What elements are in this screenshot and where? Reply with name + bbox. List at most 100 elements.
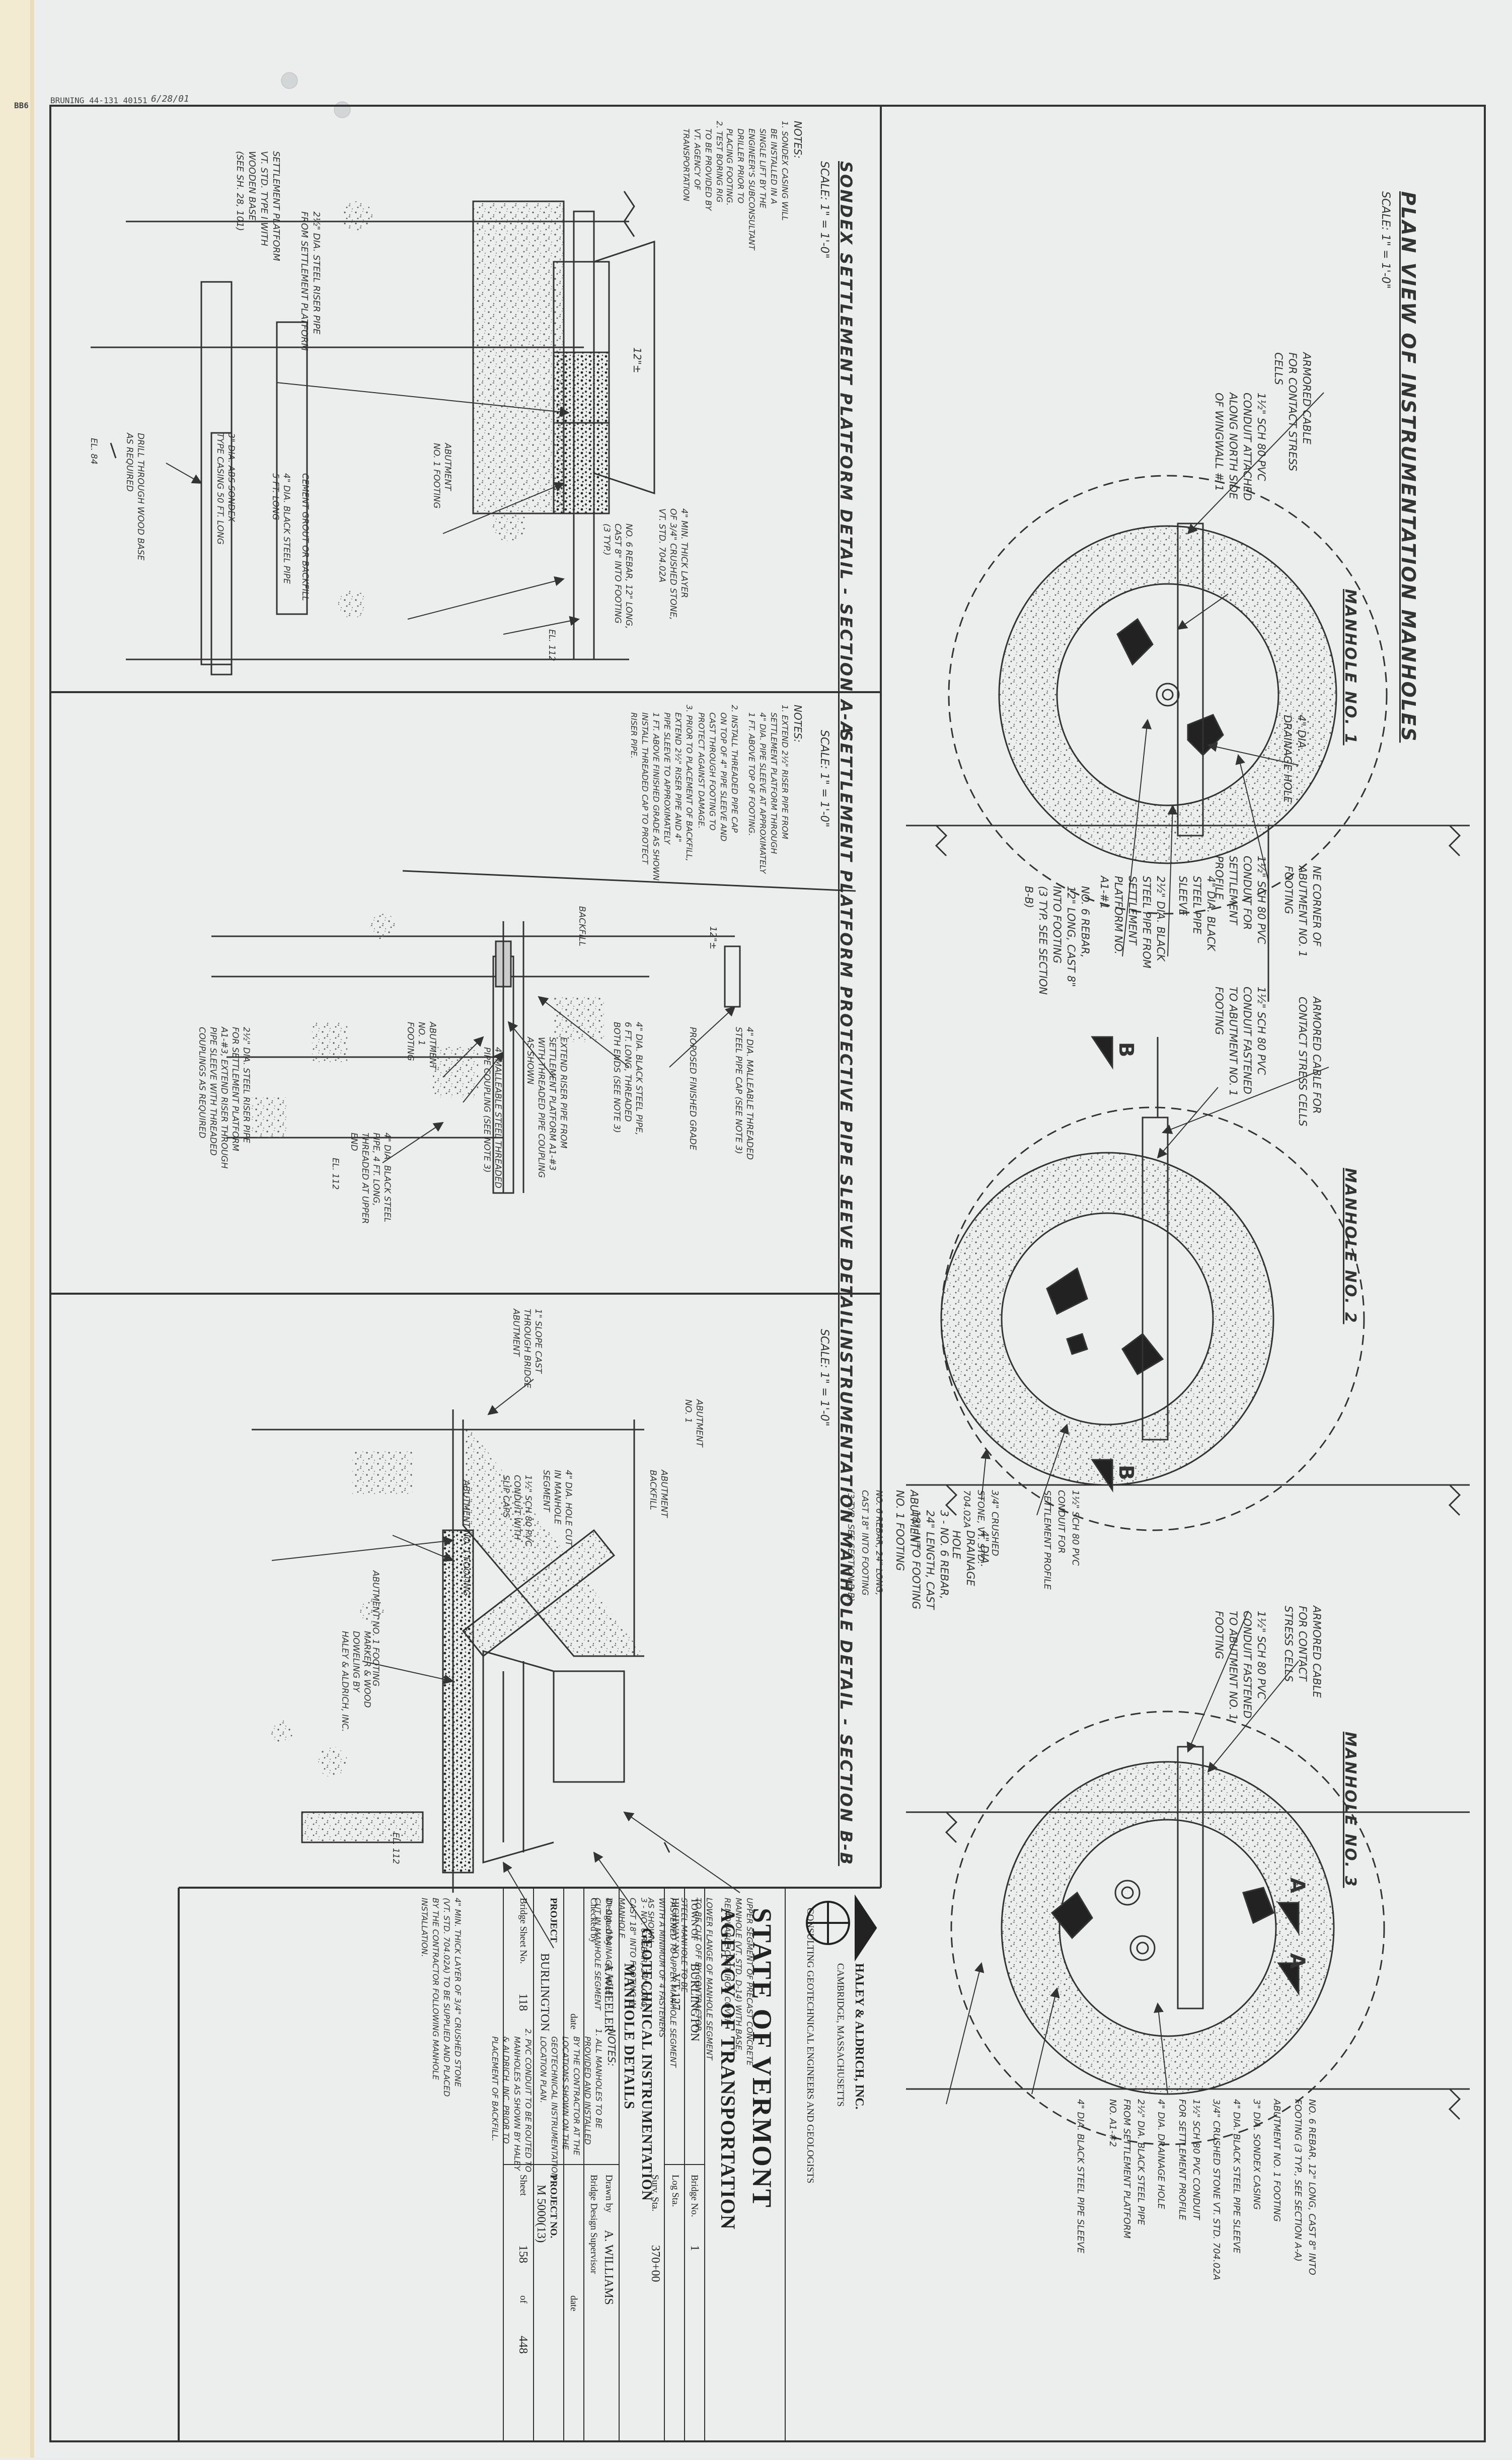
date-label-1: date xyxy=(568,2014,579,2030)
manhole-notes-heading: NOTES: xyxy=(606,2029,618,2066)
firm-name: HALEY & ALDRICH, INC. xyxy=(853,1963,866,2110)
mhd-slope-cast: 1" SLOPE CAST THROUGH BRIDGE ABUTMENT xyxy=(511,1309,543,1388)
mh3-settlement-conduit: 1½" SCH 80 PVC CONDUIT FOR SETTLEMENT PR… xyxy=(1177,2099,1201,2220)
mhd-backfill: ABUTMENT BACKFILL xyxy=(648,1470,669,1518)
mh1-rebar: NO. 6 REBAR, 12" LONG, CAST 8" INTO FOOT… xyxy=(1023,886,1091,995)
drawn-label: Drawn by xyxy=(603,2175,614,2213)
mh1-ne-corner: NE CORNER OF ABUTMENT NO. 1 FOOTING xyxy=(1282,866,1323,957)
sondex-el-112: EL. 112 xyxy=(547,629,557,661)
firm-city: CAMBRIDGE, MASSACHUSETTS xyxy=(835,1963,846,2107)
sleeve-finished-grade: PROPOSED FINISHED GRADE xyxy=(688,1027,698,1150)
state-of-vermont: STATE OF VERMONT xyxy=(747,1908,777,2209)
sleeve-backfill: BACKFILL xyxy=(577,906,587,947)
mh1-steel-pipe: 2½" DIA. BLACK STEEL PIPE FROM SETTLEMEN… xyxy=(1098,876,1167,968)
sheet-of-label: of xyxy=(518,2295,528,2303)
highway-value: VT 127 xyxy=(669,1973,682,2010)
sleeve-el-112: EL. 112 xyxy=(330,1158,340,1190)
sondex-section xyxy=(91,191,655,676)
project-value: BURLINGTON xyxy=(538,1953,551,2032)
section-marker-a-bottom: A xyxy=(1286,1953,1309,1969)
mh1-drainage-hole: 4" DIA. DRAINAGE HOLE xyxy=(1281,715,1308,803)
section-marker-b-top: B xyxy=(1114,1042,1138,1058)
sleeve-pipe-cap: 4" DIA. MALLEABLE THREADED STEEL PIPE CA… xyxy=(733,1027,754,1160)
firm-logo xyxy=(806,1894,877,1962)
mh3-crushed-stone: 3/4" CRUSHED STONE VT. STD. 704.02A xyxy=(1211,2099,1222,2280)
town-value: BURLINGTON xyxy=(688,1963,701,2042)
sleeve-note-2: 2. INSTALL THREADED PIPE CAP ON TOP OF 4… xyxy=(697,705,739,842)
bridge-sheet-value: 118 xyxy=(516,1993,530,2011)
drawing-title-2: MANHOLE DETAILS xyxy=(621,1963,637,2110)
mh2-rebar-set: 3 - NO. 6 REBAR, 24" LENGTH, CAST 18" IN… xyxy=(910,1510,950,1610)
manhole-1-title: MANHOLE NO. 1 xyxy=(1341,589,1359,746)
sleeve-black-pipe-4ft: 4" DIA. BLACK STEEL PIPE, 4 FT. LONG, TH… xyxy=(349,1133,392,1224)
sheet-total-value: 448 xyxy=(516,2336,530,2354)
sheet-value: 158 xyxy=(516,2245,530,2263)
plan-view xyxy=(906,475,1470,2145)
manhole-3-plan xyxy=(906,1710,1470,2145)
sleeve-section xyxy=(211,870,856,1194)
mhd-footing-1: ABUTMENT NO. 1 FOOTING xyxy=(461,1480,471,1596)
sleeve-riser-pipe: 2½" DIA. STEEL RISER PIPE FOR SETTLEMENT… xyxy=(197,1027,251,1169)
sondex-riser-label: 2½" DIA. STEEL RISER PIPE FROM SETTLEMEN… xyxy=(299,211,322,351)
sleeve-notes-heading: NOTES: xyxy=(792,705,804,742)
sleeve-dim-top: 12"± xyxy=(708,926,718,950)
sleeve-note-1: 1. EXTEND 2½" RISER PIPE FROM SETTLEMENT… xyxy=(747,705,790,874)
manhole-2-plan xyxy=(906,1036,1470,1531)
mhd-marker: MARKER & WOOD DOWELING BY HALEY & ALDRIC… xyxy=(340,1631,372,1732)
manhole-note-1: 1. ALL MANHOLES TO BE PROVIDED AND INSTA… xyxy=(539,2029,603,2179)
surv-sta-value: 370+00 xyxy=(649,2245,662,2282)
drawn-value: A. WILLIAMS xyxy=(602,2230,615,2305)
date-label-2: date xyxy=(568,2295,579,2312)
project-label: PROJECT xyxy=(548,1898,559,1943)
section-marker-a-top: A xyxy=(1286,1878,1309,1893)
mh3-drainage-hole: 4" DIA. DRAINAGE HOLE xyxy=(1156,2099,1166,2209)
manhole-section xyxy=(252,1409,670,1893)
designed-label: Designed by xyxy=(603,1898,614,1946)
sondex-dim-12: 12"± xyxy=(631,347,643,374)
bridge-no-value: 1 xyxy=(688,2245,701,2251)
sleeve-extend-riser: EXTEND RISER PIPE FROM SETTLEMENT PLATFO… xyxy=(525,1037,568,1178)
edge-mark: BB6 xyxy=(14,101,29,110)
manhole-2-title: MANHOLE NO. 2 xyxy=(1341,1168,1359,1324)
sleeve-footing: ABUTMENT NO. 1 FOOTING xyxy=(405,1022,437,1070)
sondex-drill: DRILL THROUGH WOOD BASE AS REQUIRED xyxy=(124,433,145,561)
log-sta-label: Log Sta. xyxy=(670,2175,681,2207)
sleeve-coupling: 4" MALLEABLE STEEL THREADED PIPE COUPLIN… xyxy=(482,1047,503,1188)
mh3-sondex-casing: 3" DIA. SONDEX CASING xyxy=(1251,2099,1262,2210)
mh3-pipe-sleeve-1: 4" DIA. BLACK STEEL PIPE SLEEVE xyxy=(1231,2099,1242,2254)
sondex-grout: CEMENT GROUT OR BACKFILL xyxy=(300,473,310,601)
mh3-steel-pipe: 2½" DIA. BLACK STEEL PIPE FROM SETTLEMEN… xyxy=(1107,2099,1146,2239)
sondex-scale: SCALE: 1" = 1'-0" xyxy=(818,161,830,259)
designed-value: A.WHEELER xyxy=(602,1963,615,2033)
agency-of-transportation: AGENCY OF TRANSPORTATION xyxy=(717,1908,739,2230)
mhd-abutment: ABUTMENT NO. 1 xyxy=(683,1399,704,1447)
drawing-title-1: GEOTECHNICAL INSTRUMENTATION xyxy=(639,1928,654,2201)
mh3-pvc-conduit: 1½" SCH 80 PVC CONDUIT FASTENED TO ABUTM… xyxy=(1213,1611,1267,1721)
manhole-3-title: MANHOLE NO. 3 xyxy=(1341,1732,1359,1888)
town-label: TOWN OF xyxy=(689,1898,700,1941)
mh3-rebar: NO. 6 REBAR, 12" LONG, CAST 8" INTO FOOT… xyxy=(1293,2099,1317,2275)
mh2-armored-cable: ARMORED CABLE FOR CONTACT STRESS CELLS xyxy=(1297,997,1323,1127)
sondex-casing: 3" DIA. ABS SONDEX TYPE CASING 50 FT. LO… xyxy=(215,433,236,545)
sondex-title: SONDEX SETTLEMENT PLATFORM DETAIL - SECT… xyxy=(837,161,856,736)
mh1-pipe-sleeve: 4" DIA. BLACK STEEL PIPE SLEEVE xyxy=(1177,876,1217,951)
plan-view-title: PLAN VIEW OF INSTRUMENTATION MANHOLES xyxy=(1397,191,1419,743)
mh3-footing: ABUTMENT NO. 1 FOOTING xyxy=(1271,2099,1282,2222)
sheet-label: Sheet xyxy=(518,2175,528,2196)
mhd-pvc-conduit: 1½" SCH 80 PVC CONDUIT WITH SLIP CAPS xyxy=(501,1475,533,1547)
sondex-crushed-stone: 4" MIN. THICK LAYER OF 3/4" CRUSHED STON… xyxy=(657,508,689,620)
firm-desc: CONSULTING GEOTECHNICAL ENGINEERS AND GE… xyxy=(805,1908,815,2184)
mh3-pipe-sleeve-2: 4" DIA. BLACK STEEL PIPE SLEEVE xyxy=(1075,2099,1086,2254)
mh1-pvc-conduit: 1½" SCH 80 PVC CONDUIT ATTACHED ALONG NO… xyxy=(1213,393,1267,501)
project-no-value: M 5000(13) xyxy=(535,2185,548,2243)
highway-label: HIGHWAY NO. xyxy=(670,1898,681,1961)
handwritten-date: 6/28/01 xyxy=(151,94,189,104)
sleeve-scale: SCALE: 1" = 1'-0" xyxy=(818,730,830,828)
sondex-black-pipe: 4" DIA. BLACK STEEL PIPE 5 FT. LONG xyxy=(270,473,291,584)
manhole-1-plan xyxy=(906,475,1470,1002)
mh2-settlement-conduit: 1½" SCH 80 PVC CONDUIT FOR SETTLEMENT PR… xyxy=(1042,1490,1081,1590)
manhole-note-2: 2. PVC CONDUIT TO BE ROUTED TO MANHOLES … xyxy=(490,2029,533,2173)
sondex-platform-label: SETTLEMENT PLATFORM VT. STD. TYPE I WITH… xyxy=(235,151,281,261)
